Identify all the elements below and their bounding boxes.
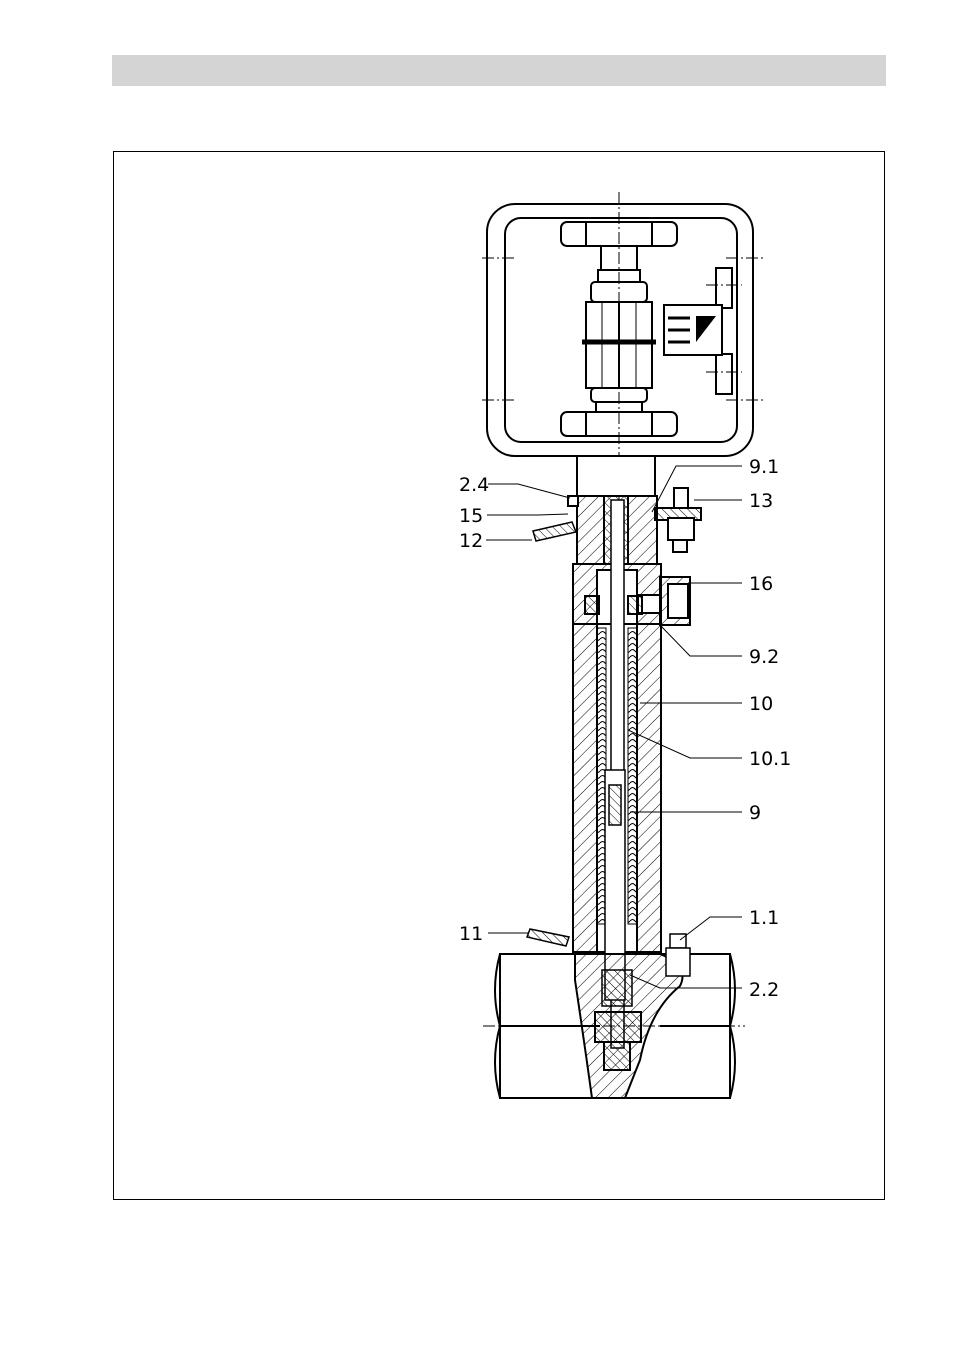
callout-15: 15 bbox=[459, 505, 483, 527]
callout-2-4: 2.4 bbox=[459, 474, 489, 496]
middle-housing bbox=[573, 564, 690, 625]
callout-11: 11 bbox=[459, 923, 483, 945]
callout-9: 9 bbox=[749, 802, 761, 824]
callout-2-2: 2.2 bbox=[749, 979, 779, 1001]
callout-10: 10 bbox=[749, 693, 773, 715]
yoke-neck bbox=[577, 456, 655, 496]
drain-nipple bbox=[527, 929, 569, 946]
callout-16: 16 bbox=[749, 573, 773, 595]
callout-10-1: 10.1 bbox=[749, 748, 791, 770]
callout-13: 13 bbox=[749, 490, 773, 512]
callout-12: 12 bbox=[459, 530, 483, 552]
callout-9-1: 9.1 bbox=[749, 456, 779, 478]
body-bolt bbox=[666, 934, 690, 976]
grease-nipple bbox=[533, 522, 576, 541]
callout-9-2: 9.2 bbox=[749, 646, 779, 668]
bonnet-top bbox=[568, 488, 701, 564]
callout-1-1: 1.1 bbox=[749, 907, 779, 929]
